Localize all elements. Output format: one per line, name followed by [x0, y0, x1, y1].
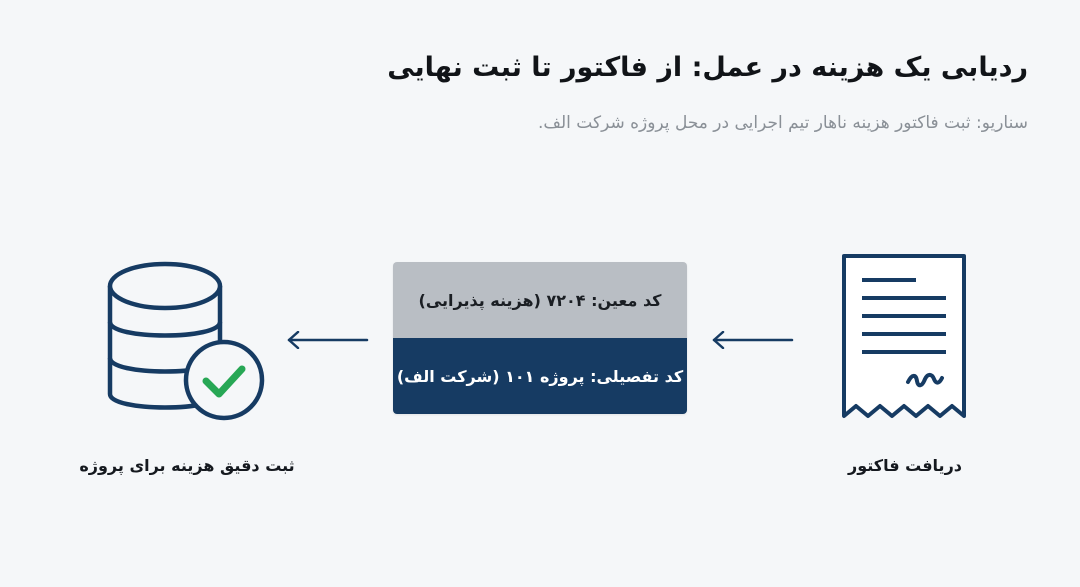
invoice-receipt-icon [828, 248, 980, 430]
page-subtitle: سناریو: ثبت فاکتور هزینه ناهار تیم اجرای… [537, 113, 1028, 133]
page-title: ردیابی یک هزینه در عمل: از فاکتور تا ثبت… [387, 52, 1028, 83]
accounting-code-card: کد معین: ۷۲۰۴ (هزینه پذیرایی) کد تفصیلی:… [393, 262, 687, 414]
record-cost-label: ثبت دقیق هزینه برای پروژه [79, 456, 295, 475]
detail-account-code: کد تفصیلی: پروژه ۱۰۱ (شرکت الف) [393, 338, 687, 414]
flow-arrow-to-record [285, 330, 369, 350]
flow-arrow-to-coding [710, 330, 794, 350]
database-check-icon [100, 254, 270, 430]
main-account-code: کد معین: ۷۲۰۴ (هزینه پذیرایی) [393, 262, 687, 338]
receive-invoice-label: دریافت فاکتور [848, 456, 962, 475]
